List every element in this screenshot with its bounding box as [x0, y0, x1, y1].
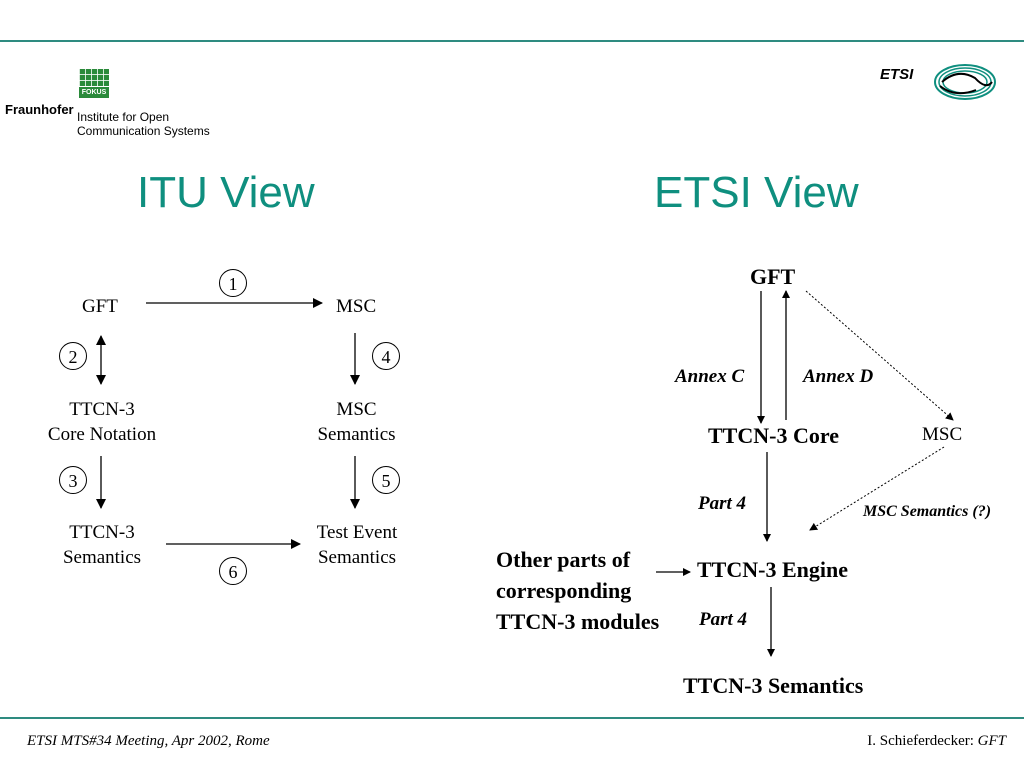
etsi-core-node: TTCN-3 Core	[708, 423, 839, 448]
itu-ttcn-sem-line2: Semantics	[62, 547, 142, 568]
etsi-other-line1: Other parts of	[496, 547, 631, 572]
footer-meeting: ETSI MTS#34 Meeting, Apr 2002, Rome	[27, 733, 270, 749]
etsi-engine-node: TTCN-3 Engine	[697, 557, 848, 582]
org-line2: Communication Systems	[77, 124, 210, 138]
etsi-logo: ETSI	[880, 60, 1000, 106]
itu-ttcn-semantics-node: TTCN-3 Semantics	[52, 520, 152, 570]
step-1-badge: 1	[219, 269, 247, 297]
itu-core-notation-node: TTCN-3 Core Notation	[42, 397, 162, 447]
etsi-globe-icon	[934, 64, 996, 100]
step-3-badge: 3	[59, 466, 87, 494]
etsi-semantics-node: TTCN-3 Semantics	[683, 673, 864, 698]
org-line1: Institute for Open	[77, 110, 170, 124]
etsi-other-line2: corresponding	[496, 578, 632, 603]
header-rule	[0, 40, 1024, 42]
footer-author: I. Schieferdecker: GFT	[867, 733, 1006, 750]
fokus-label: FOKUS	[79, 87, 109, 98]
itu-core-line2: Core Notation	[47, 424, 157, 445]
etsi-view-title: ETSI View	[654, 168, 859, 217]
footer-rule	[0, 717, 1024, 719]
etsi-msc-node: MSC	[922, 424, 963, 445]
etsi-annex-c-label: Annex C	[675, 366, 745, 387]
etsi-annex-d-label: Annex D	[803, 366, 874, 387]
fraunhofer-logo: FOKUS Fraunhofer Institute for Open Comm…	[5, 68, 225, 143]
etsi-gft-node: GFT	[750, 264, 796, 289]
itu-test-event-line2: Semantics	[317, 547, 397, 568]
etsi-arrow-gft-msc-dotted	[805, 290, 954, 421]
itu-ttcn-sem-line1: TTCN-3	[69, 522, 135, 543]
step-4-badge: 4	[372, 342, 400, 370]
etsi-logo-label: ETSI	[880, 66, 914, 83]
org-name: Fraunhofer	[5, 102, 74, 117]
itu-msc-sem-line1: MSC	[336, 399, 377, 420]
etsi-part4-label-b: Part 4	[699, 609, 748, 630]
footer-author-name: I. Schieferdecker:	[867, 733, 978, 749]
itu-gft-node: GFT	[82, 296, 118, 317]
itu-test-event-semantics-node: Test Event Semantics	[306, 520, 408, 570]
etsi-other-line3: TTCN-3 modules	[496, 609, 660, 634]
step-5-badge: 5	[372, 466, 400, 494]
etsi-other-parts-node: Other parts of corresponding TTCN-3 modu…	[496, 544, 659, 637]
itu-core-line1: TTCN-3	[69, 399, 135, 420]
fokus-logo-icon: FOKUS	[79, 69, 109, 99]
etsi-msc-semantics-label: MSC Semantics (?)	[863, 503, 992, 520]
itu-msc-node: MSC	[336, 296, 377, 317]
itu-msc-semantics-node: MSC Semantics	[309, 397, 404, 447]
step-2-badge: 2	[59, 342, 87, 370]
etsi-part4-label-a: Part 4	[698, 493, 747, 514]
footer-topic: GFT	[977, 733, 1006, 749]
step-6-badge: 6	[219, 557, 247, 585]
itu-msc-sem-line2: Semantics	[317, 424, 396, 445]
itu-test-event-line1: Test Event	[316, 522, 398, 543]
itu-view-title: ITU View	[137, 168, 315, 217]
